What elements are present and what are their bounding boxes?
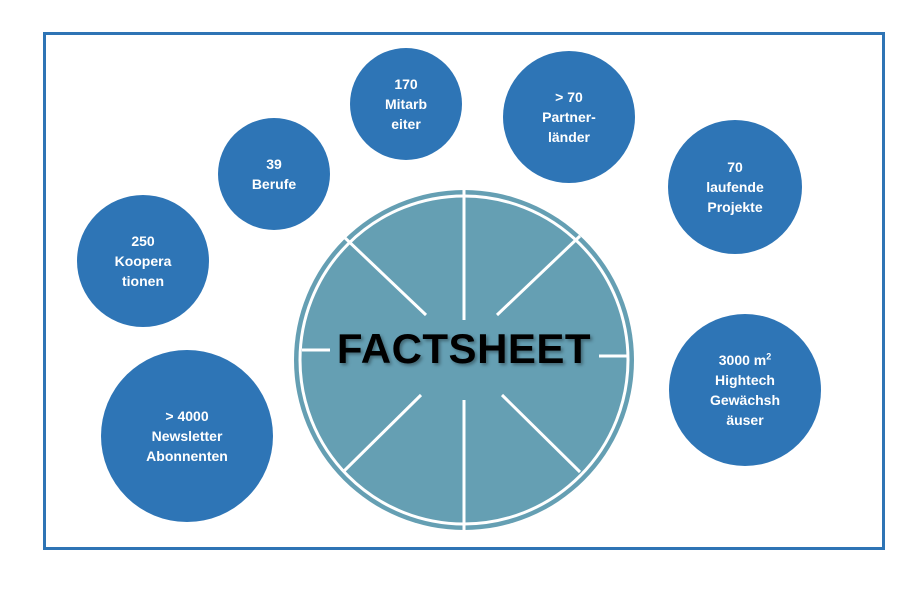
area-value: 3000 m [718,352,767,368]
bubble-line: äuser [726,412,764,428]
bubble-line: 3000 m2 [719,350,772,370]
bubble-line: tionen [122,273,164,289]
bubble-line: Gewächsh [709,392,781,408]
bubble-line: Mitarb [385,96,427,112]
bubble-berufe: 39 Berufe [218,118,330,230]
bubble-line: 250 [131,233,155,249]
bubble-line: > 4000 [165,408,209,424]
bubble-line: Partner- [542,109,596,125]
wheel-spokes [302,188,627,532]
bubble-line: eiter [391,116,421,132]
superscript: 2 [766,351,772,362]
bubble-line: Newsletter [151,428,223,444]
bubble-line: länder [547,129,590,145]
bubble-newsletter: > 4000 Newsletter Abonnenten [101,350,273,522]
bubble-line: Berufe [251,176,297,192]
bubble-partnerlaender: > 70 Partner- länder [503,51,635,183]
bubble-line: > 70 [555,89,583,105]
bubble-line: Koopera [114,253,172,269]
bubble-mitarbeiter: 170 Mitarb eiter [350,48,462,160]
bubble-projekte: 70 laufende Projekte [668,120,802,254]
factsheet-wheel [294,188,634,532]
bubble-kooperationen: 250 Koopera tionen [77,195,209,327]
factsheet-title: FACTSHEET [336,325,592,372]
bubble-line: Projekte [707,199,763,215]
bubble-line: 170 [394,76,418,92]
bubble-line: Abonnenten [146,448,228,464]
bubble-line: Hightech [715,372,775,388]
bubble-line: laufende [706,179,764,195]
bubble-line: 39 [266,156,282,172]
bubble-line: 70 [727,159,743,175]
frame-border [43,32,885,550]
bubble-gewaechshaeuser: 3000 m2 Hightech Gewächsh äuser [669,314,821,466]
